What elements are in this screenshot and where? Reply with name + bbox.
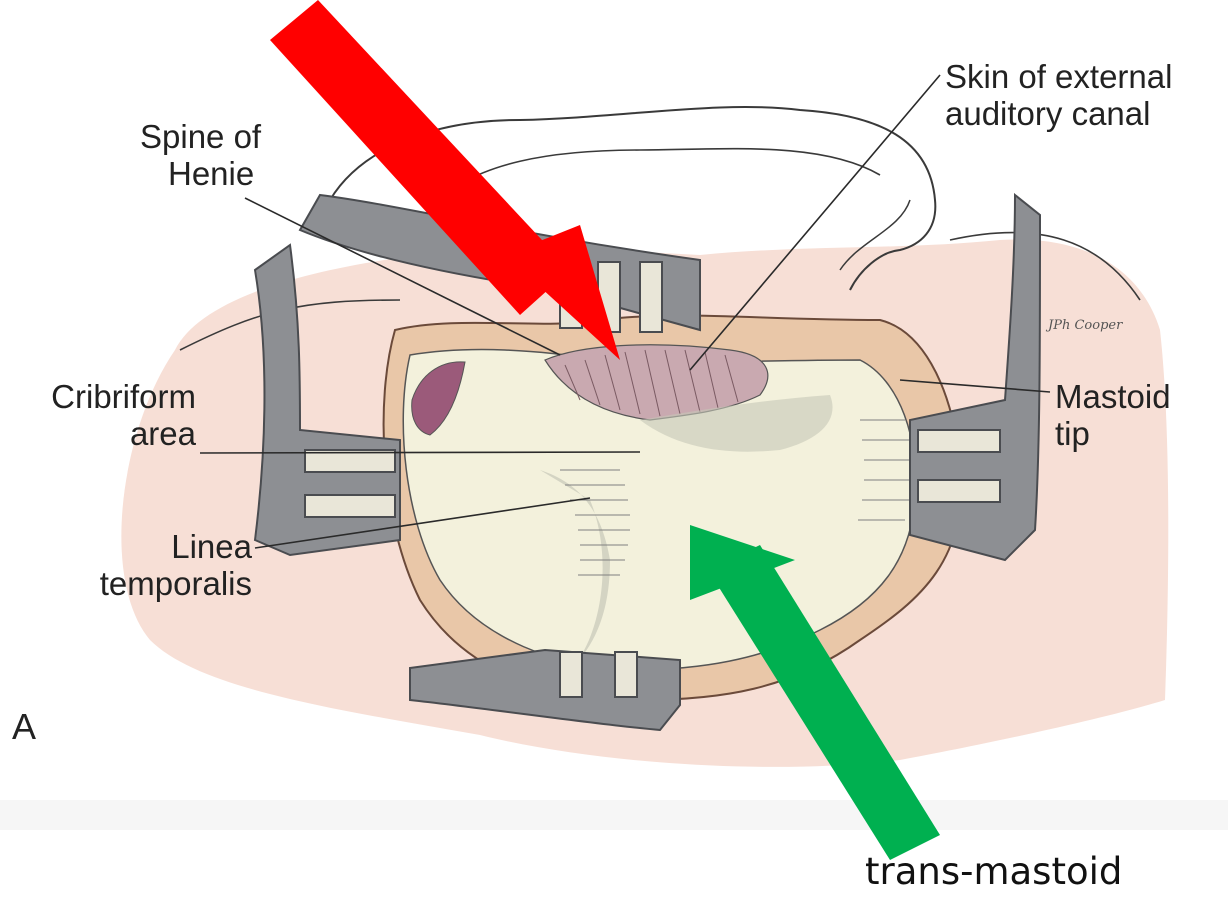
label-spine-line2: Henie [140, 155, 261, 192]
label-mastoid-tip: Mastoid tip [1055, 378, 1171, 452]
label-cribriform-area: Cribriform area [0, 378, 196, 452]
label-mastoid-line2: tip [1055, 415, 1171, 452]
artist-signature: JPh Cooper [1048, 318, 1122, 333]
label-skin-of-canal: Skin of external auditory canal [945, 58, 1172, 132]
label-spine-of-henie: Spine of Henie [140, 118, 261, 192]
label-spine-line1: Spine of [140, 118, 261, 155]
label-cribriform-line2: area [0, 415, 196, 452]
label-linea-line2: temporalis [0, 565, 252, 602]
label-linea-line1: Linea [0, 528, 252, 565]
label-cribriform-line1: Cribriform [0, 378, 196, 415]
label-skin-line2: auditory canal [945, 95, 1172, 132]
annotation-trans-mastoid: trans-mastoid [865, 850, 1122, 893]
panel-letter: A [12, 706, 36, 748]
label-skin-line1: Skin of external [945, 58, 1172, 95]
label-mastoid-line1: Mastoid [1055, 378, 1171, 415]
bottom-band [0, 800, 1228, 830]
label-linea-temporalis: Linea temporalis [0, 528, 252, 602]
